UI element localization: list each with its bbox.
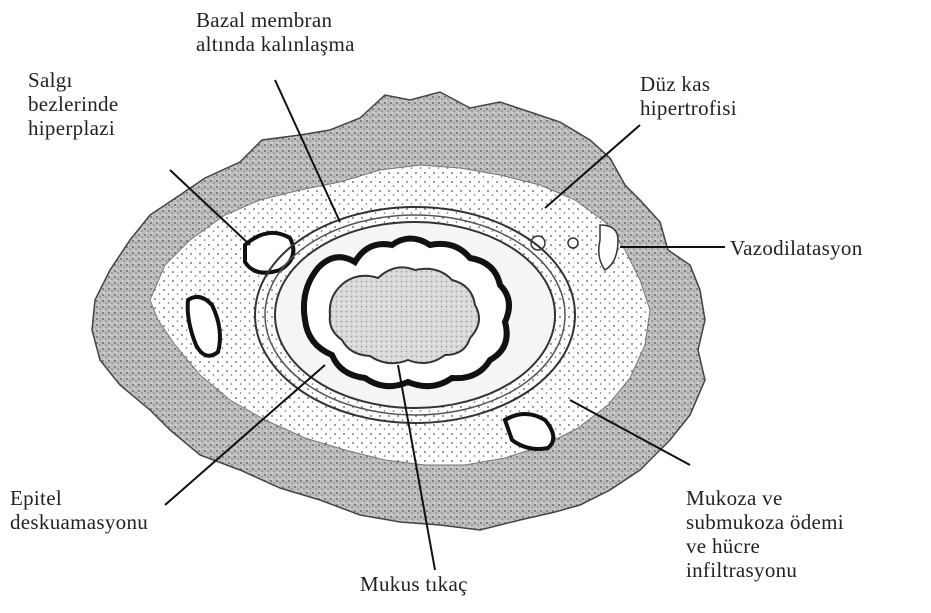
label-bazal-line-1: Bazal membran <box>196 8 355 32</box>
vessel-2 <box>568 238 578 248</box>
label-duz-kas: Düz kas hipertrofisi <box>640 72 737 120</box>
label-salgi-line-3: hiperplazi <box>28 116 118 140</box>
label-epitel: Epitel deskuamasyonu <box>10 486 148 534</box>
label-salgi-bezleri: Salgı bezlerinde hiperplazi <box>28 68 118 140</box>
label-vazodilatasyon: Vazodilatasyon <box>730 236 863 260</box>
label-epitel-line-1: Epitel <box>10 486 148 510</box>
label-epitel-line-2: deskuamasyonu <box>10 510 148 534</box>
label-mukoza-line-3: ve hücre <box>686 534 844 558</box>
label-mukoza-line-2: submukoza ödemi <box>686 510 844 534</box>
label-mukoza-line-1: Mukoza ve <box>686 486 844 510</box>
label-salgi-line-2: bezlerinde <box>28 92 118 116</box>
lumen-mucus-plug <box>330 267 479 363</box>
label-mukus-line-1: Mukus tıkaç <box>360 572 468 596</box>
label-salgi-line-1: Salgı <box>28 68 118 92</box>
label-mukoza: Mukoza ve submukoza ödemi ve hücre infil… <box>686 486 844 582</box>
label-duz-kas-line-2: hipertrofisi <box>640 96 737 120</box>
gland-left-upper <box>245 233 293 273</box>
label-mukoza-line-4: infiltrasyonu <box>686 558 844 582</box>
label-mukus-tikac: Mukus tıkaç <box>360 572 468 596</box>
label-bazal-membran: Bazal membran altında kalınlaşma <box>196 8 355 56</box>
label-vazo-line-1: Vazodilatasyon <box>730 236 863 260</box>
label-duz-kas-line-1: Düz kas <box>640 72 737 96</box>
label-bazal-line-2: altında kalınlaşma <box>196 32 355 56</box>
